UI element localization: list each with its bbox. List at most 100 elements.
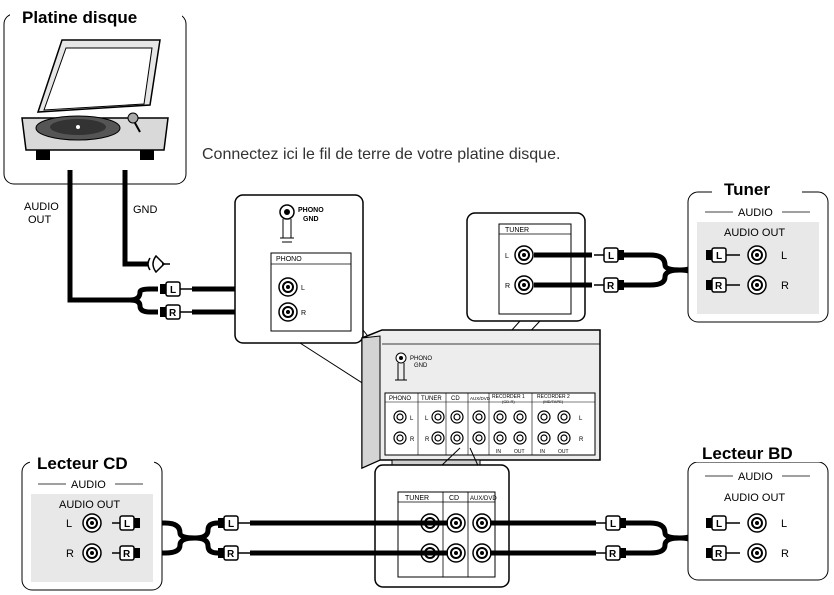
bd-player-jack-left[interactable] bbox=[747, 513, 767, 533]
receiver-left-label: L bbox=[410, 416, 414, 422]
plug-letter: L bbox=[716, 519, 722, 530]
bd-player-title: Lecteur BD bbox=[702, 444, 793, 463]
ground-screw-icon bbox=[279, 204, 295, 243]
ground-note: Connectez ici le fil de terre de votre p… bbox=[202, 146, 560, 163]
bottom-detail-panel: TUNER CD AUX/DVD bbox=[374, 464, 510, 588]
receiver-input-label: RECORDER 2 bbox=[537, 394, 570, 400]
cd-player-jack-right[interactable] bbox=[82, 543, 102, 563]
phono-left-label: L bbox=[301, 285, 305, 292]
receiver-rec2-in-jack-left[interactable] bbox=[537, 410, 551, 424]
bottom-cd-jack-right[interactable] bbox=[446, 543, 466, 563]
tuner-panel-right-label: R bbox=[505, 283, 510, 290]
bd-cable: L R bbox=[490, 515, 707, 561]
cd-player-title: Lecteur CD bbox=[37, 454, 128, 473]
bd-player-jack-right[interactable] bbox=[747, 543, 767, 563]
bottom-cd-jack-left[interactable] bbox=[446, 513, 466, 533]
tuner-right-label: R bbox=[781, 280, 789, 292]
phono-jack-left[interactable] bbox=[278, 277, 298, 297]
plug-letter: R bbox=[123, 549, 131, 560]
plug-letter: L bbox=[124, 519, 130, 530]
receiver-right-label: R bbox=[579, 437, 584, 443]
receiver-phono-jack-right[interactable] bbox=[393, 431, 407, 445]
phono-right-label: R bbox=[301, 310, 306, 317]
receiver-in-out-label: OUT bbox=[558, 449, 569, 455]
plug-letter: L bbox=[716, 251, 722, 262]
receiver-input-label: AUX/DVD bbox=[470, 396, 491, 401]
receiver-aux-jack-right[interactable] bbox=[472, 431, 486, 445]
plug-letter: R bbox=[715, 549, 723, 560]
tuner-jack-left[interactable] bbox=[747, 245, 767, 265]
tuner-title: Tuner bbox=[724, 180, 770, 199]
receiver-in-out-label: IN bbox=[496, 449, 501, 455]
receiver-tuner-jack-right[interactable] bbox=[431, 431, 445, 445]
tuner-panel-jack-right[interactable] bbox=[514, 275, 534, 295]
receiver-in-out-label: IN bbox=[540, 449, 545, 455]
bottom-aux-jack-right[interactable] bbox=[472, 543, 492, 563]
bd-player-left-label: L bbox=[781, 518, 787, 530]
phono-gnd-label-2: GND bbox=[303, 216, 319, 223]
receiver-input-label: PHONO bbox=[389, 396, 411, 402]
cd-player-audio-label: AUDIO bbox=[71, 479, 106, 491]
tuner-audio-out-label: AUDIO OUT bbox=[724, 227, 785, 239]
receiver-input-label: RECORDER 1 bbox=[492, 394, 525, 400]
receiver-sub-label: (CD-R) bbox=[502, 399, 515, 404]
cd-player-device: Lecteur CD AUDIO AUDIO OUT L R L R bbox=[21, 450, 163, 591]
receiver-right-label: R bbox=[425, 437, 430, 443]
receiver-rec1-out-jack-right[interactable] bbox=[513, 431, 527, 445]
receiver-rec1-in-jack-right[interactable] bbox=[493, 431, 507, 445]
receiver-cd-jack-left[interactable] bbox=[450, 410, 464, 424]
receiver-rec2-in-jack-right[interactable] bbox=[537, 431, 551, 445]
ground-wire bbox=[122, 170, 170, 274]
tuner-detail-panel: TUNER L R bbox=[451, 212, 586, 398]
bd-player-right-label: R bbox=[781, 548, 789, 560]
tuner-panel-left-label: L bbox=[505, 253, 509, 260]
receiver-ground-icon bbox=[395, 352, 407, 381]
receiver-rec1-out-jack-left[interactable] bbox=[513, 410, 527, 424]
receiver-tuner-jack-left[interactable] bbox=[431, 410, 445, 424]
plug-letter: L bbox=[610, 519, 616, 530]
turntable-icon bbox=[21, 39, 169, 160]
receiver-rec1-in-jack-left[interactable] bbox=[493, 410, 507, 424]
receiver-rec2-out-jack-right[interactable] bbox=[557, 431, 571, 445]
turntable-audio-out-label-2: OUT bbox=[28, 214, 52, 226]
receiver-in-out-label: OUT bbox=[514, 449, 525, 455]
cd-player-audio-out-label: AUDIO OUT bbox=[59, 499, 120, 511]
plug-letter: R bbox=[609, 549, 617, 560]
plug-letter: L bbox=[170, 285, 176, 296]
bottom-aux-jack-left[interactable] bbox=[472, 513, 492, 533]
receiver-gnd-label-2: GND bbox=[414, 363, 428, 369]
plug-letter: R bbox=[715, 281, 723, 292]
tuner-section-label: TUNER bbox=[505, 227, 529, 234]
receiver-phono-jack-left[interactable] bbox=[393, 410, 407, 424]
cd-cable: L R bbox=[148, 515, 448, 561]
cd-player-jack-left[interactable] bbox=[82, 513, 102, 533]
receiver-rear-panel: PHONO GND PHONO TUNER CD AUX/DVD RECORDE… bbox=[361, 329, 601, 506]
receiver-left-label: L bbox=[425, 416, 429, 422]
tuner-device: Tuner AUDIO AUDIO OUT L R L R bbox=[687, 180, 829, 323]
plug-letter: R bbox=[169, 308, 177, 319]
receiver-left-label: L bbox=[579, 416, 583, 422]
turntable-device: Platine disque AUDIO OUT GND bbox=[3, 6, 187, 226]
cd-player-left-label: L bbox=[66, 518, 72, 530]
bottom-section-label: CD bbox=[449, 495, 459, 502]
plug-letter: R bbox=[607, 281, 615, 292]
bd-player-audio-out-label: AUDIO OUT bbox=[724, 492, 785, 504]
plug-letter: L bbox=[228, 519, 234, 530]
tuner-left-label: L bbox=[781, 250, 787, 262]
cd-player-right-label: R bbox=[66, 548, 74, 560]
bottom-section-label: TUNER bbox=[405, 495, 429, 502]
tuner-jack-right[interactable] bbox=[747, 275, 767, 295]
receiver-right-label: R bbox=[410, 437, 415, 443]
receiver-sub-label: (MD/TAPE) bbox=[543, 399, 564, 404]
tuner-audio-label: AUDIO bbox=[738, 207, 773, 219]
tuner-panel-jack-left[interactable] bbox=[514, 245, 534, 265]
receiver-cd-jack-right[interactable] bbox=[450, 431, 464, 445]
phono-jack-right[interactable] bbox=[278, 302, 298, 322]
receiver-aux-jack-left[interactable] bbox=[472, 410, 486, 424]
receiver-rec2-out-jack-left[interactable] bbox=[557, 410, 571, 424]
receiver-input-label: TUNER bbox=[421, 396, 442, 402]
plug-letter: R bbox=[227, 549, 235, 560]
bd-player-device: Lecteur BD AUDIO AUDIO OUT L R L R bbox=[687, 440, 829, 581]
phono-detail-panel: PHONO GND PHONO L R bbox=[234, 194, 413, 396]
